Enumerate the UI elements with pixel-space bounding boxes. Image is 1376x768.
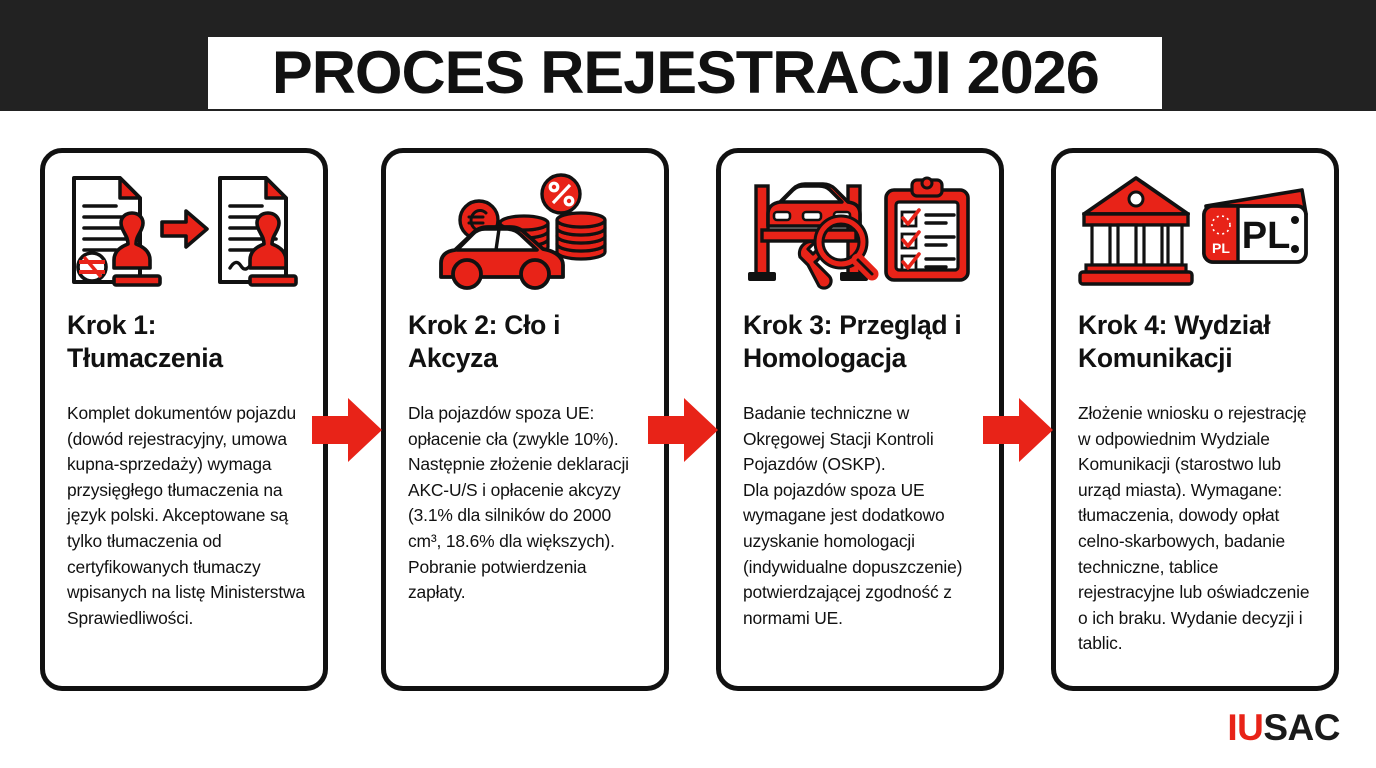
step-arrow-2-to-3 (648, 398, 718, 462)
plate-eu-band-label: PL (1212, 240, 1230, 256)
title-plate: PROCES REJESTRACJI 2026 (208, 37, 1162, 109)
brand-logo-sac: SAC (1263, 707, 1340, 748)
step-card-1[interactable]: Krok 1: Tłumaczenia Komplet dokumentów p… (40, 148, 328, 691)
step-arrow-1-to-2 (312, 398, 382, 462)
step-card-4-heading: Krok 4: Wydział Komunikacji (1078, 310, 1271, 373)
documents-translation-stamp-icon (45, 171, 323, 291)
step-card-1-body: Komplet dokumentów pojazdu (dowód rejest… (67, 403, 305, 628)
right-arrow-icon (160, 209, 209, 249)
plate-number-label: PL (1242, 215, 1291, 257)
step-card-2-body: Dla pojazdów spoza UE: opłacenie cła (zw… (408, 403, 629, 603)
car-lift-inspection-checklist-icon (721, 171, 999, 291)
brand-logo-iu: IU (1227, 707, 1264, 748)
step-card-4[interactable]: PL PL Krok 4: Wydział Komunikacji Złożen… (1051, 148, 1339, 691)
government-building-license-plate-icon: PL PL (1056, 171, 1334, 291)
car-coins-customs-icon (386, 171, 664, 291)
step-card-3-heading: Krok 3: Przegląd i Homologacja (743, 310, 962, 373)
step-card-2[interactable]: Krok 2: Cło i Akcyza Dla pojazdów spoza … (381, 148, 669, 691)
step-card-3-body: Badanie techniczne w Okręgowej Stacji Ko… (743, 403, 963, 628)
step-arrow-3-to-4 (983, 398, 1053, 462)
step-card-1-heading: Krok 1: Tłumaczenia (67, 310, 223, 373)
page-title: PROCES REJESTRACJI 2026 (271, 39, 1100, 106)
step-card-4-body: Złożenie wniosku o rejestrację w odpowie… (1078, 403, 1310, 654)
step-card-3[interactable]: Krok 3: Przegląd i Homologacja Badanie t… (716, 148, 1004, 691)
brand-logo: IUSAC (1227, 709, 1340, 746)
step-card-2-heading: Krok 2: Cło i Akcyza (408, 310, 561, 373)
